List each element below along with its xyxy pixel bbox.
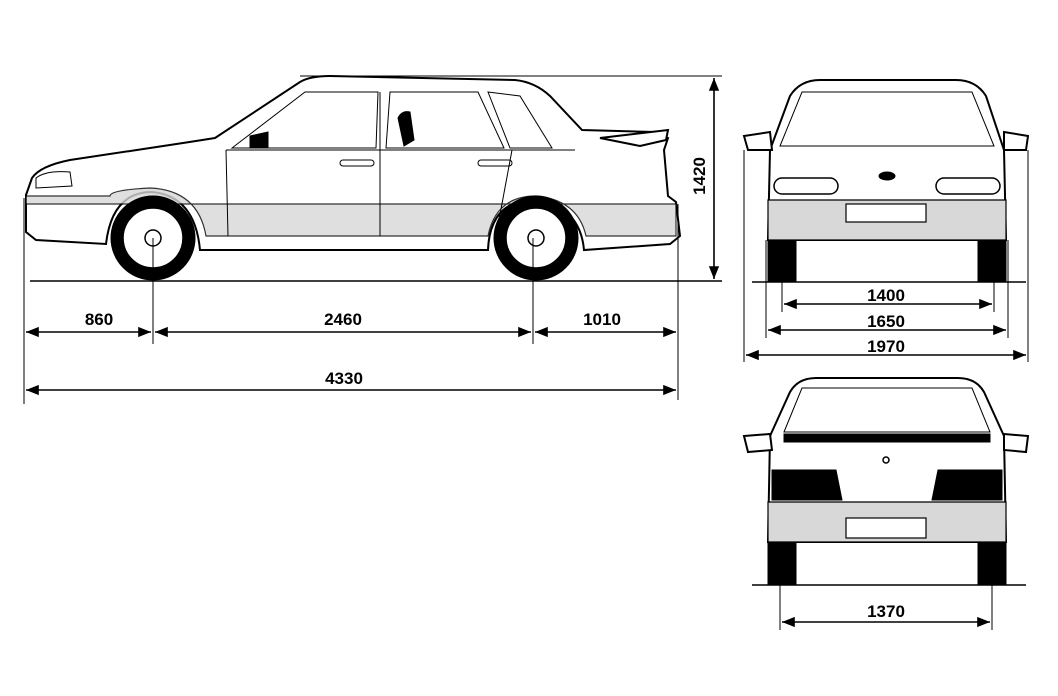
- label-front-overhang: 860: [85, 310, 113, 329]
- front-left-mirror: [742, 130, 774, 151]
- front-right-headlight: [935, 177, 1001, 195]
- front-left-headlight: [773, 177, 839, 195]
- rear-window: [783, 387, 991, 433]
- rear-license-plate: [845, 517, 927, 539]
- rear-view: 1370: [742, 377, 1030, 630]
- front-right-mirror: [1003, 130, 1030, 151]
- front-license-plate: [845, 203, 927, 223]
- rear-left-taillight: [771, 469, 843, 501]
- side-front-window: [230, 91, 379, 149]
- rear-right-mirror: [1003, 432, 1030, 454]
- label-overall-length: 4330: [325, 369, 363, 388]
- side-rear-wheel: [493, 195, 579, 281]
- side-headlight: [35, 171, 73, 189]
- label-height: 1420: [690, 157, 709, 195]
- side-rear-door-handle: [477, 159, 513, 167]
- side-quarter-window: [487, 91, 553, 149]
- rear-right-tyre: [977, 539, 1007, 586]
- side-seat-headrest: [397, 111, 415, 147]
- label-width-mirrors: 1970: [867, 337, 905, 356]
- rear-spoiler: [783, 433, 991, 443]
- side-mirror: [249, 131, 269, 149]
- front-emblem: [878, 171, 896, 181]
- label-rear-overhang: 1010: [583, 310, 621, 329]
- front-windshield: [779, 91, 995, 147]
- rear-right-taillight: [931, 469, 1003, 501]
- side-rear-window: [385, 91, 505, 149]
- side-front-door-line: [225, 149, 229, 237]
- label-wheelbase: 2460: [324, 310, 362, 329]
- label-rear-track: 1370: [867, 602, 905, 621]
- rear-left-tyre: [767, 539, 797, 586]
- label-front-track: 1400: [867, 286, 905, 305]
- side-front-door-handle: [339, 159, 375, 167]
- label-body-width: 1650: [867, 312, 905, 331]
- side-rear-spoiler: [599, 128, 670, 148]
- side-lower-shading: [25, 187, 677, 237]
- front-view: 1400 1650 1970: [742, 79, 1030, 362]
- front-left-tyre: [767, 237, 797, 283]
- rear-emblem: [882, 456, 890, 464]
- front-right-tyre: [977, 237, 1007, 283]
- side-view: 860 2460 1010 4330 1420: [23, 74, 722, 404]
- rear-left-mirror: [742, 432, 774, 454]
